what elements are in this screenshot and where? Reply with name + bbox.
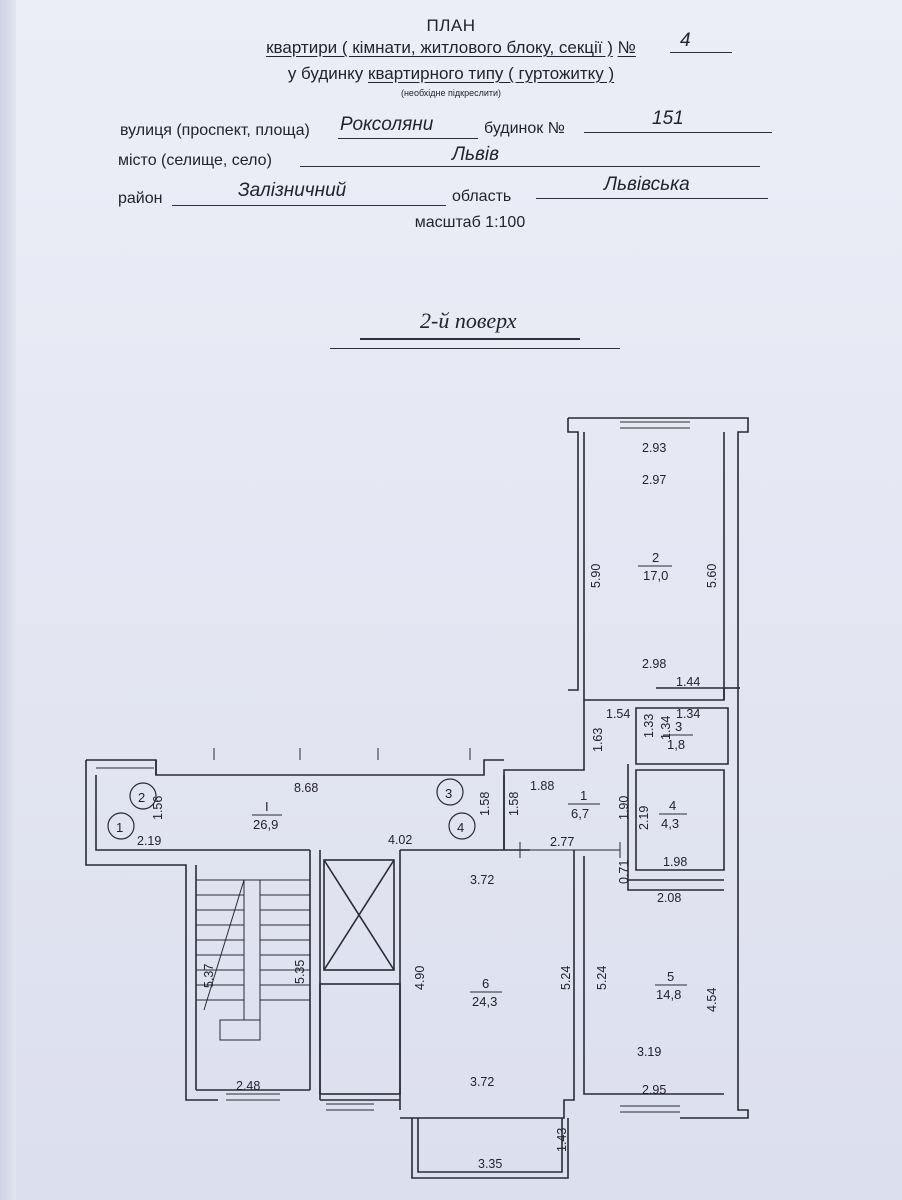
floor-title: 2-й поверх	[420, 308, 517, 333]
district-label: район	[118, 190, 163, 207]
number-underline	[670, 52, 732, 53]
svg-text:1.58: 1.58	[478, 792, 492, 816]
room-3-area: 1,8	[667, 737, 685, 752]
city-label: місто (селище, село)	[118, 152, 272, 169]
svg-text:1.33: 1.33	[642, 714, 656, 738]
room-2-area: 17,0	[643, 568, 668, 583]
svg-text:4.02: 4.02	[388, 833, 412, 847]
district-value: Залізничний	[238, 180, 347, 201]
svg-text:5.37: 5.37	[202, 964, 216, 988]
svg-text:1.43: 1.43	[555, 1128, 569, 1152]
svg-text:2.95: 2.95	[642, 1083, 666, 1097]
svg-text:5.24: 5.24	[595, 966, 609, 990]
svg-text:5.60: 5.60	[705, 564, 719, 588]
svg-text:2.19: 2.19	[137, 834, 161, 848]
svg-text:1.90: 1.90	[617, 796, 631, 820]
region-value: Львівська	[604, 174, 690, 195]
room-6-area: 24,3	[472, 994, 497, 1009]
room-5-area: 14,8	[656, 987, 681, 1002]
room-2-number: 2	[652, 550, 659, 565]
svg-text:2.93: 2.93	[642, 441, 666, 455]
svg-text:2.48: 2.48	[236, 1079, 260, 1093]
svg-text:2.08: 2.08	[657, 891, 681, 905]
room-1-area: 6,7	[571, 806, 589, 821]
room-6-number: 6	[482, 976, 489, 991]
doc-subtitle-2: у будинку квартирного типу ( гуртожитку …	[287, 64, 615, 83]
room-5-number: 5	[667, 969, 674, 984]
apartment-number: 4	[680, 30, 691, 51]
svg-text:1.34: 1.34	[676, 707, 700, 721]
svg-text:1.98: 1.98	[663, 855, 687, 869]
svg-text:1.58: 1.58	[507, 792, 521, 816]
doc-title: ПЛАН	[426, 16, 476, 35]
svg-text:5.35: 5.35	[293, 960, 307, 984]
city-value: Львів	[452, 144, 500, 165]
svg-text:1.44: 1.44	[676, 675, 700, 689]
street-value: Роксоляни	[340, 114, 434, 135]
svg-text:2.97: 2.97	[642, 473, 666, 487]
svg-text:3.72: 3.72	[470, 873, 494, 887]
marker-4: 4	[457, 820, 464, 835]
room-4-area: 4,3	[661, 816, 679, 831]
marker-3: 3	[445, 786, 452, 801]
hall-area: 26,9	[253, 817, 278, 832]
scale-label: масштаб 1:100	[414, 214, 526, 231]
svg-text:3.72: 3.72	[470, 1075, 494, 1089]
svg-text:5.90: 5.90	[589, 564, 603, 588]
svg-text:2.98: 2.98	[642, 657, 666, 671]
street-label: вулиця (проспект, площа)	[120, 122, 310, 139]
svg-text:1.63: 1.63	[591, 728, 605, 752]
marker-2: 2	[138, 790, 145, 805]
svg-text:4.90: 4.90	[413, 966, 427, 990]
marker-1: 1	[116, 820, 123, 835]
svg-text:1.56: 1.56	[151, 796, 165, 820]
building-label: будинок №	[484, 120, 565, 137]
svg-text:0.71: 0.71	[617, 860, 631, 884]
svg-text:1.88: 1.88	[530, 779, 554, 793]
svg-text:2.19: 2.19	[637, 806, 651, 830]
doc-note: (необхідне підкреслити)	[400, 88, 502, 98]
svg-text:3.19: 3.19	[637, 1045, 661, 1059]
room-1-number: 1	[580, 788, 587, 803]
svg-text:8.68: 8.68	[294, 781, 318, 795]
svg-text:1.54: 1.54	[606, 707, 630, 721]
page-edge	[0, 0, 16, 1200]
svg-text:5.24: 5.24	[559, 966, 573, 990]
building-value: 151	[652, 108, 684, 129]
doc-subtitle-1: квартири ( кімнати, житлового блоку, сек…	[266, 38, 636, 57]
hall-number: I	[265, 799, 269, 814]
room-4-number: 4	[669, 798, 676, 813]
svg-text:1.34: 1.34	[659, 716, 673, 740]
svg-text:2.77: 2.77	[550, 835, 574, 849]
svg-text:3.35: 3.35	[478, 1157, 502, 1171]
room-3-number: 3	[675, 719, 682, 734]
svg-text:4.54: 4.54	[705, 988, 719, 1012]
region-label: область	[452, 188, 512, 205]
